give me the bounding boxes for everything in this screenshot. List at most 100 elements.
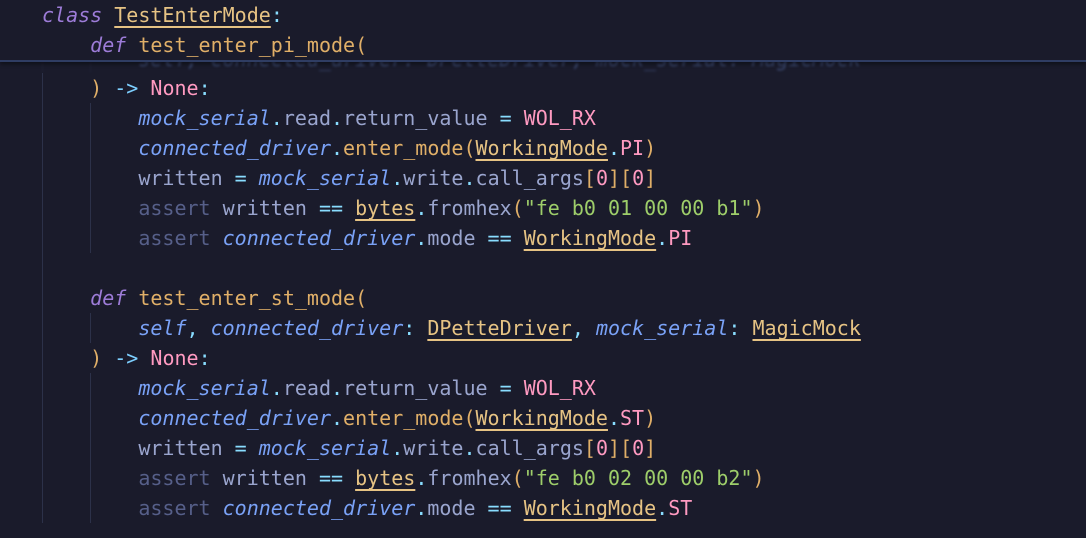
punctuation: . bbox=[415, 226, 428, 250]
method-call: fromhex bbox=[427, 196, 512, 220]
operator: == bbox=[487, 226, 512, 250]
keyword: def bbox=[90, 33, 127, 57]
punctuation: , bbox=[186, 316, 199, 340]
attribute: read bbox=[282, 376, 331, 400]
arrow-operator: -> bbox=[114, 346, 139, 370]
indent-guide bbox=[42, 73, 43, 103]
code-line[interactable]: ) -> None: bbox=[0, 73, 1086, 103]
code-line[interactable]: mock_serial.read.return_value = WOL_RX bbox=[0, 373, 1086, 403]
keyword: assert bbox=[138, 496, 211, 520]
sticky-scroll-header[interactable]: class TestEnterMode: def test_enter_pi_m… bbox=[0, 0, 1086, 62]
method-call: enter_mode bbox=[343, 136, 464, 160]
operator: == bbox=[487, 496, 512, 520]
code-line[interactable]: class TestEnterMode: bbox=[0, 0, 1086, 30]
identifier: connected_driver bbox=[222, 226, 416, 250]
punctuation: . bbox=[391, 436, 404, 460]
code-line[interactable]: def test_enter_pi_mode( bbox=[0, 30, 1086, 60]
indent-guide bbox=[42, 283, 43, 313]
indent-guide bbox=[42, 193, 43, 223]
punctuation: . bbox=[331, 376, 344, 400]
identifier: written bbox=[222, 466, 307, 490]
code-body[interactable]: self, connected_driver: DPetteDriver, mo… bbox=[0, 45, 1086, 523]
punctuation: ( bbox=[355, 33, 368, 57]
punctuation: ( bbox=[463, 406, 476, 430]
punctuation: . bbox=[330, 136, 344, 160]
code-line[interactable]: connected_driver.enter_mode(WorkingMode.… bbox=[0, 133, 1086, 163]
indent-guide bbox=[42, 133, 43, 163]
arrow-operator: -> bbox=[114, 76, 139, 100]
enum-member: PI bbox=[668, 226, 693, 250]
class-name: WorkingMode bbox=[523, 226, 657, 250]
punctuation: : bbox=[198, 76, 211, 100]
number: 0 bbox=[595, 436, 608, 460]
constant: WOL_RX bbox=[523, 106, 596, 130]
code-line[interactable]: written = mock_serial.write.call_args[0]… bbox=[0, 433, 1086, 463]
string-literal: "fe b0 02 00 00 b2" bbox=[523, 466, 753, 490]
punctuation: [ bbox=[583, 436, 596, 460]
indent-guide bbox=[42, 493, 43, 523]
number: 0 bbox=[632, 436, 645, 460]
none-literal: None bbox=[150, 346, 199, 370]
class-name: WorkingMode bbox=[475, 136, 608, 160]
punctuation: . bbox=[607, 136, 620, 160]
indent-guide bbox=[90, 163, 91, 193]
punctuation: : bbox=[198, 346, 211, 370]
identifier: mock_serial bbox=[258, 166, 392, 190]
keyword: assert bbox=[138, 196, 211, 220]
operator: = bbox=[499, 376, 512, 400]
punctuation: ] bbox=[608, 166, 621, 190]
punctuation: . bbox=[463, 436, 476, 460]
none-literal: None bbox=[150, 76, 199, 100]
code-line[interactable]: assert written == bytes.fromhex("fe b0 0… bbox=[0, 463, 1086, 493]
class-name: TestEnterMode bbox=[114, 3, 271, 27]
identifier: written bbox=[138, 436, 223, 460]
string-literal: "fe b0 01 00 00 b1" bbox=[523, 196, 753, 220]
indent-guide bbox=[90, 103, 91, 133]
code-line[interactable]: connected_driver.enter_mode(WorkingMode.… bbox=[0, 403, 1086, 433]
parameter: self bbox=[138, 316, 187, 340]
blank-line[interactable] bbox=[0, 253, 1086, 283]
indent-guide bbox=[90, 223, 91, 253]
punctuation: ( bbox=[511, 196, 524, 220]
identifier: written bbox=[138, 166, 223, 190]
code-line[interactable]: ) -> None: bbox=[0, 343, 1086, 373]
code-line[interactable]: assert connected_driver.mode == WorkingM… bbox=[0, 493, 1086, 523]
method-name: test_enter_pi_mode bbox=[138, 33, 356, 57]
indent-guide bbox=[90, 493, 91, 523]
code-line[interactable]: mock_serial.read.return_value = WOL_RX bbox=[0, 103, 1086, 133]
keyword: class bbox=[42, 3, 103, 27]
punctuation: ] bbox=[608, 436, 621, 460]
punctuation: . bbox=[391, 166, 404, 190]
type-annotation: DPetteDriver bbox=[427, 316, 572, 340]
punctuation: . bbox=[656, 226, 669, 250]
punctuation: ) bbox=[644, 406, 657, 430]
punctuation: . bbox=[270, 106, 283, 130]
code-line[interactable]: assert connected_driver.mode == WorkingM… bbox=[0, 223, 1086, 253]
punctuation: ) bbox=[90, 76, 103, 100]
attribute: call_args bbox=[475, 436, 584, 460]
punctuation: ) bbox=[644, 136, 657, 160]
code-line[interactable]: def test_enter_st_mode( bbox=[0, 283, 1086, 313]
class-name: WorkingMode bbox=[475, 406, 608, 430]
code-line[interactable]: self, connected_driver: DPetteDriver, mo… bbox=[0, 313, 1086, 343]
code-line[interactable]: assert written == bytes.fromhex("fe b0 0… bbox=[0, 193, 1086, 223]
indent-guide bbox=[42, 313, 43, 343]
punctuation: . bbox=[415, 196, 428, 220]
code-line[interactable]: written = mock_serial.write.call_args[0]… bbox=[0, 163, 1086, 193]
indent-guide bbox=[42, 163, 43, 193]
punctuation: ( bbox=[511, 466, 524, 490]
identifier: connected_driver bbox=[222, 496, 416, 520]
indent-guide bbox=[42, 223, 43, 253]
identifier: mock_serial bbox=[138, 376, 271, 400]
parameter: connected_driver bbox=[210, 316, 404, 340]
attribute: mode bbox=[427, 226, 476, 250]
punctuation: . bbox=[415, 496, 428, 520]
keyword: def bbox=[90, 286, 127, 310]
identifier: mock_serial bbox=[138, 106, 271, 130]
indent-guide bbox=[90, 463, 91, 493]
indent-guide bbox=[90, 193, 91, 223]
indent-guide bbox=[42, 403, 43, 433]
attribute: return_value bbox=[343, 376, 488, 400]
punctuation: ) bbox=[90, 346, 103, 370]
